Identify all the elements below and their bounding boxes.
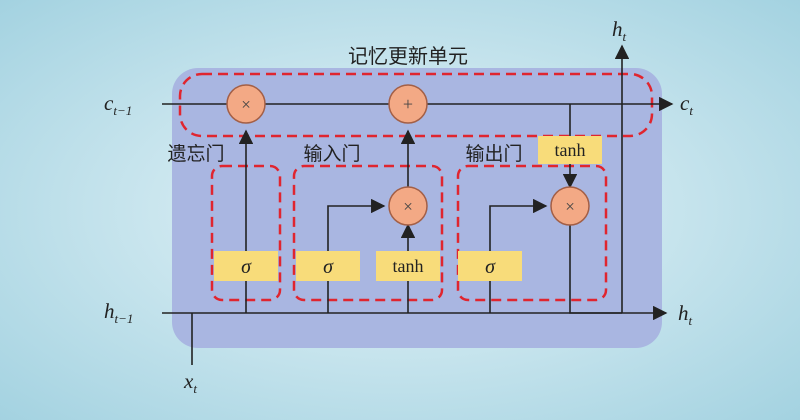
- h-prev-sub: t−1: [115, 311, 134, 326]
- op-add: +: [388, 84, 428, 124]
- memory-update-title: 记忆更新单元: [348, 44, 468, 68]
- h-next-base: h: [678, 301, 689, 325]
- h-next-sub: t: [689, 313, 693, 328]
- h-top-label: ht: [612, 17, 627, 44]
- op-add-symbol: +: [403, 94, 413, 114]
- output-gate-title: 输出门: [465, 143, 522, 165]
- input-sigma-box: σ: [296, 251, 360, 281]
- x-in-base: x: [183, 369, 194, 393]
- input-tanh-box: tanh: [376, 251, 440, 281]
- op-input-multiply-symbol: ×: [403, 197, 413, 216]
- x-in-label: xt: [183, 369, 197, 396]
- input-gate-title: 输入门: [303, 143, 360, 165]
- op-forget-multiply-symbol: ×: [241, 95, 251, 114]
- h-top-sub: t: [623, 29, 627, 44]
- forget-sigma-label: σ: [241, 256, 252, 278]
- output-sigma-box: σ: [458, 251, 522, 281]
- op-output-multiply-symbol: ×: [565, 197, 575, 216]
- input-tanh-label: tanh: [393, 256, 424, 276]
- input-gate-outline: [292, 164, 444, 302]
- forget-sigma-box: σ: [214, 251, 278, 281]
- c-prev-sub: t−1: [113, 103, 132, 118]
- output-sigma-label: σ: [485, 256, 496, 278]
- input-sigma-label: σ: [323, 256, 334, 278]
- memory-update-outline: [178, 72, 654, 138]
- c-next-label: ct: [680, 91, 693, 118]
- forget-gate-title: 遗忘门: [167, 143, 224, 165]
- h-top-base: h: [612, 17, 623, 41]
- output-tanh-box: tanh: [538, 136, 602, 164]
- c-prev-base: c: [104, 91, 114, 115]
- x-in-sub: t: [193, 381, 197, 396]
- op-output-multiply: ×: [550, 186, 590, 226]
- op-forget-multiply: ×: [226, 84, 266, 124]
- op-input-multiply: ×: [388, 186, 428, 226]
- output-gate-outline: [456, 164, 608, 302]
- output-to-h-line: [569, 225, 622, 314]
- h-prev-label: ht−1: [104, 299, 133, 326]
- c-prev-label: ct−1: [104, 91, 132, 118]
- h-next-label: ht: [678, 301, 693, 328]
- c-next-base: c: [680, 91, 690, 115]
- h-prev-base: h: [104, 299, 115, 323]
- output-tanh-label: tanh: [555, 140, 586, 160]
- c-next-sub: t: [689, 103, 693, 118]
